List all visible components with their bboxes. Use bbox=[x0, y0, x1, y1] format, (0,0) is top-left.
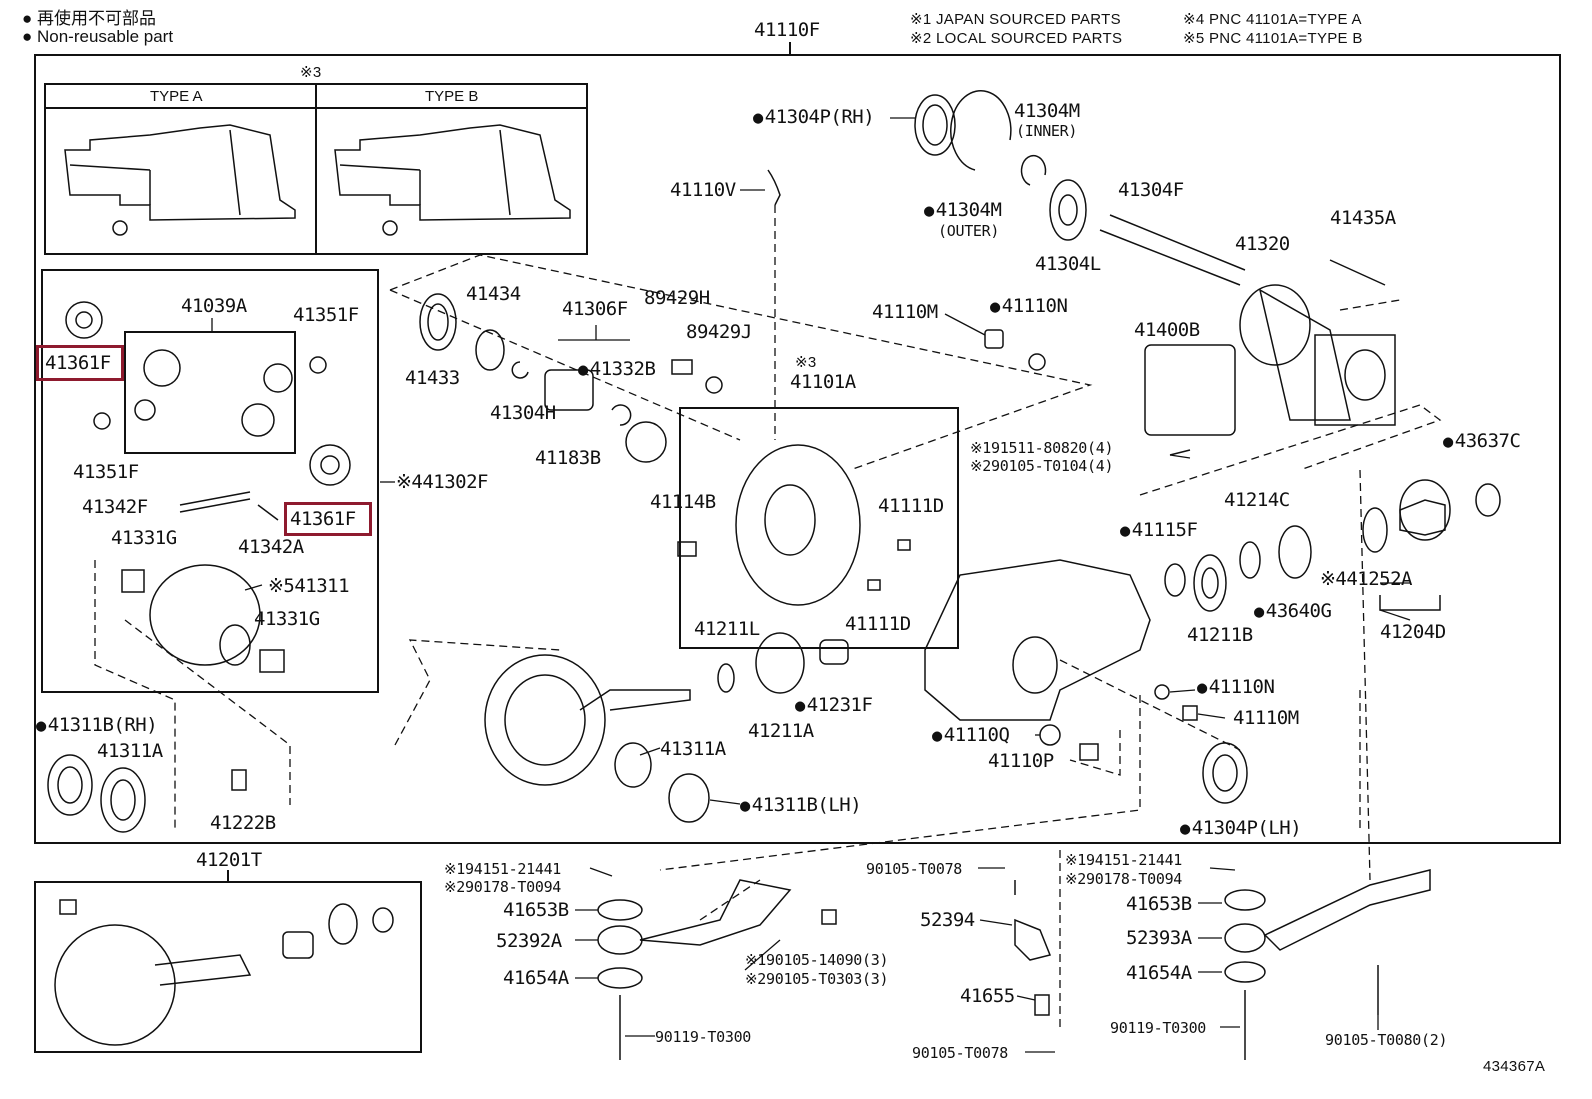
label-41114B[interactable]: 41114B bbox=[650, 491, 716, 513]
label-41252A[interactable]: ※441252A bbox=[1320, 568, 1413, 590]
label-41331G-bottom[interactable]: 41331G bbox=[254, 608, 320, 630]
label-41110F[interactable]: 41110F bbox=[754, 19, 820, 41]
note-japan-sourced: ※1 JAPAN SOURCED PARTS bbox=[910, 11, 1121, 28]
label-41211L[interactable]: 41211L bbox=[694, 618, 760, 640]
label-41654A-right[interactable]: 41654A bbox=[1126, 962, 1192, 984]
label-41331G-top[interactable]: 41331G bbox=[111, 527, 177, 549]
label-41110V[interactable]: 41110V bbox=[670, 179, 736, 201]
label-41110Q[interactable]: 41110Q bbox=[932, 725, 1010, 746]
label-41306F[interactable]: 41306F bbox=[562, 298, 628, 320]
highlight-41361F-lower bbox=[284, 502, 372, 536]
label-41304F[interactable]: 41304F bbox=[1118, 179, 1184, 201]
label-41111D-lower[interactable]: 41111D bbox=[845, 613, 911, 635]
label-inner[interactable]: (INNER) bbox=[1016, 122, 1078, 140]
label-41304P-LH[interactable]: 41304P(LH) bbox=[1180, 818, 1302, 839]
label-194151-left[interactable]: ※194151-21441 bbox=[444, 860, 562, 878]
diff-case-frame bbox=[41, 269, 379, 693]
label-41311B-LH[interactable]: 41311B(LH) bbox=[740, 795, 862, 816]
inset-ref: ※3 bbox=[300, 64, 322, 81]
type-b-header: TYPE B bbox=[425, 88, 479, 105]
label-43637C[interactable]: 43637C bbox=[1443, 431, 1521, 452]
label-41214C[interactable]: 41214C bbox=[1224, 489, 1290, 511]
label-41655[interactable]: 41655 bbox=[960, 985, 1015, 1007]
label-41351F-left[interactable]: 41351F bbox=[73, 461, 139, 483]
label-290105-T0303[interactable]: ※290105-T0303(3) bbox=[745, 970, 889, 988]
label-89429H[interactable]: 89429H bbox=[644, 287, 710, 309]
label-41110P[interactable]: 41110P bbox=[988, 750, 1054, 772]
label-43640G[interactable]: 43640G bbox=[1254, 601, 1332, 622]
pinion-gear-kit-frame bbox=[124, 331, 296, 454]
note-type-a: ※4 PNC 41101A=TYPE A bbox=[1183, 11, 1362, 28]
label-52394[interactable]: 52394 bbox=[920, 909, 975, 931]
label-41361F-lower[interactable]: 41361F bbox=[290, 508, 356, 530]
label-41110M-bottom[interactable]: 41110M bbox=[1233, 707, 1299, 729]
label-41304M-outer[interactable]: 41304M bbox=[924, 200, 1002, 221]
label-90105-T0078-bottom[interactable]: 90105-T0078 bbox=[912, 1044, 1009, 1062]
label-41204D[interactable]: 41204D bbox=[1380, 621, 1446, 643]
label-41332B[interactable]: 41332B bbox=[578, 359, 656, 380]
label-41183B[interactable]: 41183B bbox=[535, 447, 601, 469]
label-41304M-inner[interactable]: 41304M bbox=[1014, 100, 1080, 122]
label-41231F[interactable]: 41231F bbox=[795, 695, 873, 716]
label-41222B[interactable]: 41222B bbox=[210, 812, 276, 834]
label-41433[interactable]: 41433 bbox=[405, 367, 460, 389]
label-41304P-RH[interactable]: 41304P(RH) bbox=[753, 107, 875, 128]
figure-id: 434367A bbox=[1483, 1058, 1546, 1075]
label-41304L[interactable]: 41304L bbox=[1035, 253, 1101, 275]
label-41361F-upper[interactable]: 41361F bbox=[45, 352, 111, 374]
label-41653B-right[interactable]: 41653B bbox=[1126, 893, 1192, 915]
label-41654A-left[interactable]: 41654A bbox=[503, 967, 569, 989]
label-41311A-left[interactable]: 41311A bbox=[97, 740, 163, 762]
label-41400B[interactable]: 41400B bbox=[1134, 319, 1200, 341]
highlight-41361F-upper bbox=[36, 345, 124, 381]
label-194151-right[interactable]: ※194151-21441 bbox=[1065, 851, 1183, 869]
legend-japanese: ● 再使用不可部品 bbox=[22, 9, 156, 28]
label-41311A-right[interactable]: 41311A bbox=[660, 738, 726, 760]
label-90105-T0078-top[interactable]: 90105-T0078 bbox=[866, 860, 963, 878]
label-52392A[interactable]: 52392A bbox=[496, 930, 562, 952]
label-190105[interactable]: ※190105-14090(3) bbox=[745, 951, 889, 969]
label-41311B-RH[interactable]: 41311B(RH) bbox=[36, 715, 158, 736]
note-local-sourced: ※2 LOCAL SOURCED PARTS bbox=[910, 30, 1123, 47]
label-outer[interactable]: (OUTER) bbox=[938, 222, 1000, 240]
label-41351F-top[interactable]: 41351F bbox=[293, 304, 359, 326]
legend-non-reusable: ● Non-reusable part bbox=[22, 27, 174, 46]
label-41115F[interactable]: 41115F bbox=[1120, 520, 1198, 541]
label-41435A[interactable]: 41435A bbox=[1330, 207, 1396, 229]
label-41110N-top[interactable]: 41110N bbox=[990, 296, 1068, 317]
label-89429J[interactable]: 89429J bbox=[686, 321, 752, 343]
label-90119-right[interactable]: 90119-T0300 bbox=[1110, 1019, 1207, 1037]
label-41304H[interactable]: 41304H bbox=[490, 402, 556, 424]
main-assembly-frame bbox=[34, 54, 1561, 844]
label-41211A[interactable]: 41211A bbox=[748, 720, 814, 742]
label-ref3-carrier[interactable]: ※3 bbox=[795, 354, 817, 371]
ring-gear-kit-frame bbox=[34, 881, 422, 1053]
label-41302F[interactable]: ※441302F bbox=[396, 471, 489, 493]
label-bolt-290105[interactable]: ※290105-T0104(4) bbox=[970, 457, 1114, 475]
type-a-header: TYPE A bbox=[150, 88, 203, 105]
label-52393A[interactable]: 52393A bbox=[1126, 927, 1192, 949]
label-41110M-top[interactable]: 41110M bbox=[872, 301, 938, 323]
label-41342A[interactable]: 41342A bbox=[238, 536, 304, 558]
label-90119-left[interactable]: 90119-T0300 bbox=[655, 1028, 752, 1046]
label-41201T[interactable]: 41201T bbox=[196, 849, 262, 871]
label-41342F[interactable]: 41342F bbox=[82, 496, 148, 518]
label-41110N-bottom[interactable]: 41110N bbox=[1197, 677, 1275, 698]
label-90105-T0080[interactable]: 90105-T0080(2) bbox=[1325, 1031, 1448, 1049]
label-290178-right[interactable]: ※290178-T0094 bbox=[1065, 870, 1183, 888]
label-41111D-upper[interactable]: 41111D bbox=[878, 495, 944, 517]
label-41311[interactable]: ※541311 bbox=[268, 575, 350, 597]
label-290178-left[interactable]: ※290178-T0094 bbox=[444, 878, 562, 896]
label-41101A[interactable]: 41101A bbox=[790, 371, 856, 393]
note-type-b: ※5 PNC 41101A=TYPE B bbox=[1183, 30, 1363, 47]
label-bolt-191511[interactable]: ※191511-80820(4) bbox=[970, 439, 1114, 457]
label-41434[interactable]: 41434 bbox=[466, 283, 521, 305]
label-41653B-left[interactable]: 41653B bbox=[503, 899, 569, 921]
label-41039A[interactable]: 41039A bbox=[181, 295, 247, 317]
label-41211B[interactable]: 41211B bbox=[1187, 624, 1253, 646]
label-41320[interactable]: 41320 bbox=[1235, 233, 1290, 255]
